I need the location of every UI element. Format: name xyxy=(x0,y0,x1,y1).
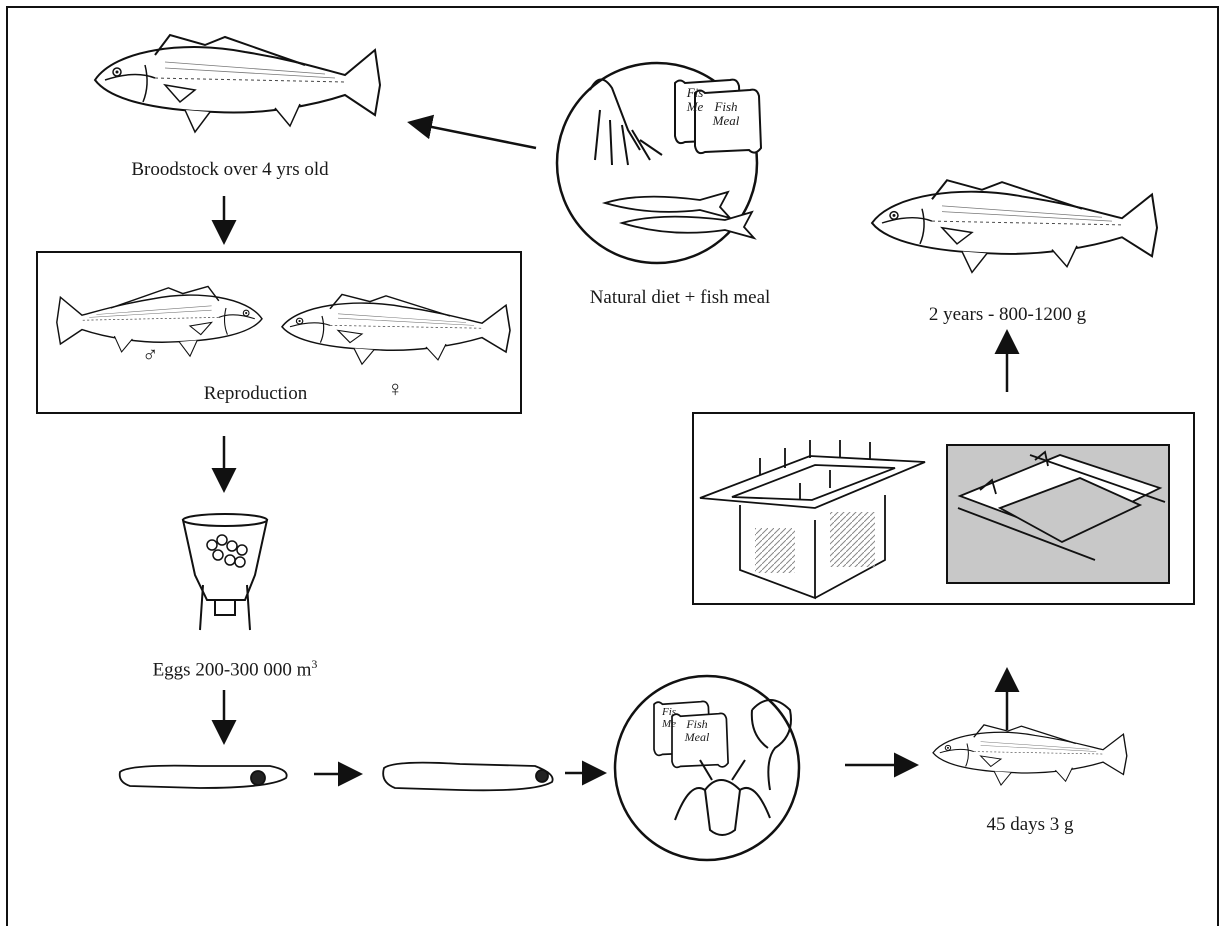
female-symbol: ♀ xyxy=(387,376,404,402)
fish-meal-bag-text: Fish Meal xyxy=(702,100,750,128)
fish-meal-bag-text: Fish Meal xyxy=(675,718,719,744)
adult-label: 2 years - 800-1200 g xyxy=(895,304,1120,326)
adult-fish-icon xyxy=(872,180,1157,272)
egg-incubator-icon xyxy=(183,514,267,630)
larva-early-icon xyxy=(120,766,287,788)
grow-out-box xyxy=(692,412,1195,605)
larva-late-icon xyxy=(383,763,552,791)
reproduction-label: Reproduction xyxy=(183,383,328,405)
broodstock-fish-icon xyxy=(95,35,380,132)
arrow-diet-to-broodstock xyxy=(412,123,536,148)
natural-diet-label: Natural diet + fish meal xyxy=(560,287,800,309)
male-symbol: ♂ xyxy=(142,342,159,368)
juvenile-fish-icon xyxy=(933,725,1127,785)
eggs-label: Eggs 200-300 000 m3 xyxy=(125,657,345,681)
broodstock-label: Broodstock over 4 yrs old xyxy=(115,159,345,181)
juvenile-label: 45 days 3 g xyxy=(970,814,1090,836)
